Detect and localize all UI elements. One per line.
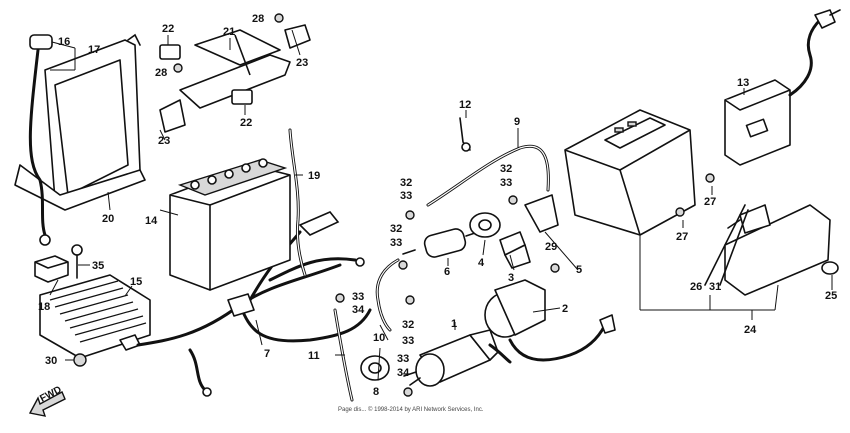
callout-33-c: 33 [390, 237, 402, 249]
callout-30: 30 [45, 355, 57, 367]
pump-mount-rubber [469, 212, 501, 238]
hose-clip-12 [459, 117, 471, 152]
callout-29: 29 [545, 241, 557, 253]
callout-10: 10 [373, 332, 385, 344]
cushion-22-top [159, 44, 181, 60]
callout-15: 15 [130, 276, 142, 288]
copyright-notice: Page dis... © 1998-2014 by ARI Network S… [338, 406, 484, 413]
callout-4: 4 [478, 257, 485, 269]
callout-11: 11 [308, 350, 320, 362]
callout-34-b: 34 [397, 367, 410, 379]
regulator-rectifier [39, 274, 151, 359]
callout-23-right: 23 [296, 57, 308, 69]
callout-6: 6 [444, 266, 450, 278]
callout-33-f: 33 [397, 353, 409, 365]
callout-31: 31 [709, 281, 721, 293]
callout-35: 35 [92, 260, 104, 272]
small-hardware [335, 195, 518, 397]
pump-bracket-3 [499, 231, 531, 269]
battery-tray [14, 33, 146, 211]
callout-12: 12 [459, 99, 471, 111]
nut-30 [73, 353, 87, 367]
callout-33-e: 33 [402, 335, 414, 347]
callout-17: 17 [88, 44, 100, 56]
callout-14: 14 [145, 215, 158, 227]
leader-lines [49, 29, 833, 381]
screw-27 [675, 173, 715, 217]
fuel-filter [402, 228, 479, 258]
rod-26-31 [704, 204, 749, 286]
callout-20: 20 [102, 213, 114, 225]
callout-23-left: 23 [158, 135, 170, 147]
callout-2: 2 [562, 303, 568, 315]
breather-tube [288, 128, 307, 277]
callout-8: 8 [373, 386, 379, 398]
callout-7: 7 [264, 348, 270, 360]
callout-1: 1 [451, 318, 457, 330]
screw-28 [173, 13, 284, 73]
cdi-unit [724, 9, 841, 166]
starter-relay [484, 279, 616, 362]
wire-harness [136, 211, 372, 397]
callout-32-a: 32 [400, 177, 412, 189]
battery-cable-16 [28, 34, 53, 246]
forward-direction-arrow: FWD [28, 384, 66, 417]
callout-32-b: 32 [500, 163, 512, 175]
callout-3: 3 [508, 272, 514, 284]
grommet-25 [821, 261, 839, 275]
electrical-box [564, 109, 696, 236]
callout-28-top: 28 [252, 13, 264, 25]
callout-27-a: 27 [704, 196, 716, 208]
callout-33-d: 33 [352, 291, 364, 303]
battery [169, 158, 291, 291]
callout-19: 19 [308, 170, 320, 182]
callout-32-c: 32 [390, 223, 402, 235]
callout-9: 9 [514, 116, 520, 128]
clip-23-right [284, 24, 311, 49]
fuel-hose [375, 258, 400, 332]
callout-22-bottom: 22 [240, 117, 252, 129]
callout-34-a: 34 [352, 304, 365, 316]
callout-32-d: 32 [402, 319, 414, 331]
callout-24: 24 [744, 324, 757, 336]
callout-5: 5 [576, 264, 582, 276]
callout-27-b: 27 [676, 231, 688, 243]
cushion-22-bottom [231, 89, 253, 105]
callout-13: 13 [737, 77, 749, 89]
callout-33-b: 33 [500, 177, 512, 189]
callout-25: 25 [825, 290, 837, 302]
callout-21: 21 [223, 26, 235, 38]
bolt-29 [550, 263, 560, 273]
callout-22-top: 22 [162, 23, 174, 35]
callout-28-left: 28 [155, 67, 167, 79]
battery-holder-bracket [159, 29, 291, 133]
callout-labels: 16 17 20 14 35 15 18 30 7 19 21 22 22 28… [38, 13, 837, 398]
side-cover [724, 204, 831, 296]
callout-16: 16 [58, 36, 70, 48]
fuel-pump [403, 329, 512, 387]
bracket-5 [524, 194, 559, 233]
callout-18: 18 [38, 301, 50, 313]
fuel-hose-9 [426, 144, 550, 207]
callout-33-a: 33 [400, 190, 412, 202]
bolt-35 [71, 244, 83, 279]
fuel-pump-grommet [360, 355, 390, 381]
callout-26: 26 [690, 281, 702, 293]
rubber-mount-18 [34, 255, 69, 283]
